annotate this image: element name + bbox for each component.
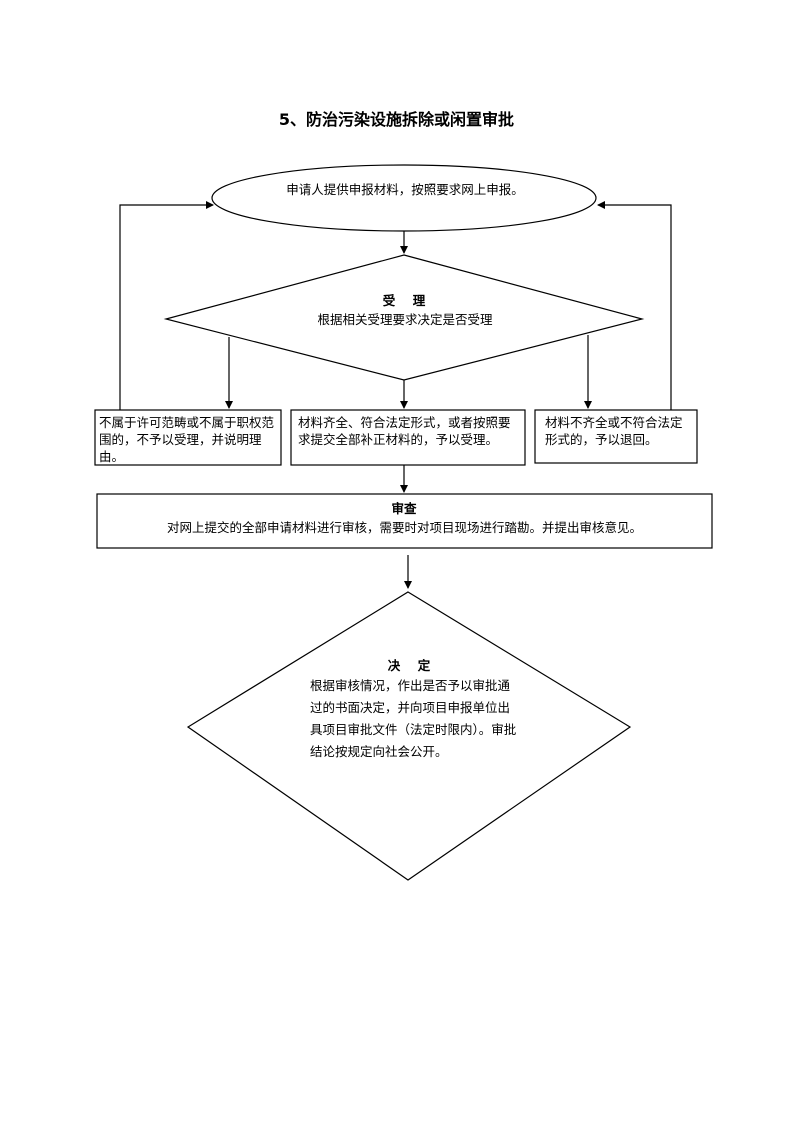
accept-ok-box <box>290 409 526 466</box>
loop-left <box>119 201 214 410</box>
review-text: 对网上提交的全部申请材料进行审核，需要时对项目现场进行踏勘。并提出审核意见。 <box>166 520 642 535</box>
loop-right <box>597 201 672 410</box>
decide-text: 根据审核情况，作出是否予以审批通过的书面决定，并向项目申报单位出具项目审批文件（… <box>310 678 517 759</box>
reject-scope-text: 不属于许可范畴或不属于职权范围的，不予以受理，并说明理由。 <box>99 415 275 464</box>
review-box <box>96 493 713 549</box>
return-box <box>534 409 698 464</box>
page-title: 5、防治污染设施拆除或闲置审批 <box>278 110 515 129</box>
accept-ok-text: 材料齐全、符合法定形式，或者按照要求提交全部补正材料的，予以受理。 <box>298 415 511 447</box>
reject-scope-box <box>94 409 282 466</box>
accept-text: 根据相关受理要求决定是否受理 <box>317 312 493 327</box>
apply-text: 申请人提供申报材料，按照要求网上申报。 <box>286 182 524 197</box>
decide-label: 决 定 <box>387 658 431 673</box>
accept-label: 受 理 <box>382 293 426 308</box>
return-text: 材料不齐全或不符合法定形式的，予以退回。 <box>545 415 683 447</box>
apply-ellipse <box>211 164 597 232</box>
review-label: 审查 <box>391 501 417 516</box>
decide-diamond <box>186 591 632 881</box>
